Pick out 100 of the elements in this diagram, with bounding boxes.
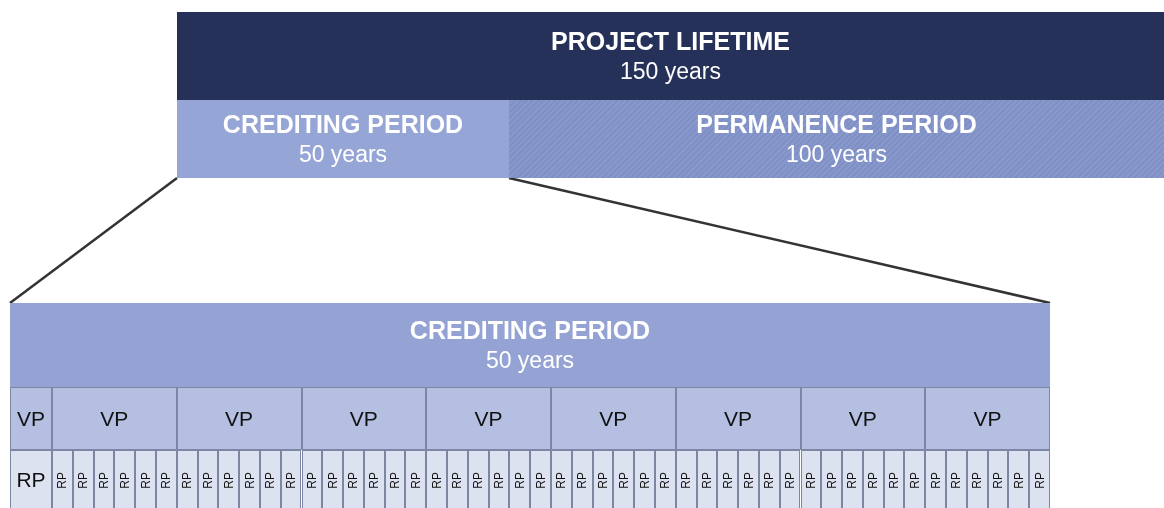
reporting-period-cell [155, 450, 177, 508]
reporting-period-label: RP [699, 471, 714, 489]
reporting-period-label: RP [679, 471, 694, 489]
reporting-period-label: RP [845, 471, 860, 489]
reporting-period-label: RP [1011, 471, 1026, 489]
reporting-period-label: RP [96, 471, 111, 489]
reporting-period-label: RP [450, 471, 465, 489]
reporting-period-label: RP [824, 471, 839, 489]
reporting-period-label: RP [949, 471, 964, 489]
duration-text: 150 years [620, 57, 721, 86]
period-heading: CREDITING PERIOD [409, 315, 651, 345]
reporting-period-cell [779, 450, 801, 508]
period-band [177, 100, 509, 178]
reporting-period-label: RP [616, 471, 631, 489]
reporting-period-cell [488, 450, 510, 508]
verification-period-cell: VP [925, 387, 1050, 450]
reporting-period-cell [800, 450, 822, 508]
period-band [177, 12, 1164, 100]
reporting-period-label: RP [907, 471, 922, 489]
reporting-period-cell [280, 450, 302, 508]
reporting-period-cell [862, 450, 884, 508]
verification-period-cell: VP [176, 387, 302, 450]
reporting-period-label: RP [221, 471, 236, 489]
reporting-period-cell [1008, 450, 1030, 508]
reporting-period-label: RP [658, 471, 673, 489]
reporting-period-cell [426, 450, 448, 508]
verification-period-cell: VP [551, 387, 676, 450]
reporting-period-label: RP [408, 471, 423, 489]
period-heading: PERMANENCE PERIOD [696, 109, 977, 139]
reporting-period-cell [259, 450, 281, 508]
reporting-period-label: RP [637, 471, 652, 489]
reporting-period-cell [821, 450, 843, 508]
reporting-period-cell [842, 450, 863, 508]
reporting-period-label: RP [304, 471, 319, 489]
reporting-period-cell [72, 450, 94, 508]
reporting-period-label: RP [263, 471, 278, 489]
reporting-period-label: RP [200, 471, 215, 489]
reporting-period-label: RP [1032, 471, 1047, 489]
reporting-period-label: RP [762, 471, 777, 489]
reporting-period-label: RP [242, 471, 257, 489]
reporting-period-cell [114, 450, 136, 508]
reporting-period-cell [363, 450, 385, 508]
reporting-period-label: RP [866, 471, 881, 489]
reporting-period-cell [405, 450, 427, 508]
reporting-period-label: RP [429, 471, 444, 489]
reporting-period-cell [966, 450, 988, 508]
reporting-period-label: RP [492, 471, 506, 489]
reporting-period-label: RP [741, 471, 756, 489]
reporting-period-cell [551, 450, 572, 508]
reporting-period-label: RP [138, 471, 153, 489]
period-band [509, 100, 1164, 178]
reporting-period-cell [93, 450, 115, 508]
verification-period-cell: VP [52, 387, 177, 450]
reporting-period-cell [1029, 450, 1050, 508]
reporting-period-label: RP [554, 471, 569, 489]
reporting-period-cell [675, 450, 697, 508]
reporting-period-cell [239, 450, 260, 508]
reporting-period-label: RP [325, 471, 340, 489]
reporting-period-cell [717, 450, 739, 508]
duration-text: 50 years [485, 346, 575, 375]
reporting-period-cell [447, 450, 468, 508]
reporting-period-cell [322, 450, 344, 508]
reporting-period-cell [530, 450, 551, 508]
period-heading: PROJECT LIFETIME [551, 26, 790, 56]
reporting-period-cell [197, 450, 219, 508]
reporting-period-cell [509, 450, 531, 508]
reporting-period-label: RP [388, 471, 403, 489]
reporting-period-label: RP [720, 471, 735, 489]
reporting-period-cell [654, 450, 676, 508]
reporting-period-label: RP [928, 471, 943, 489]
reporting-period-label: RP [512, 471, 527, 489]
reporting-period-cell: RP [10, 450, 52, 508]
reporting-period-cell [634, 450, 655, 508]
reporting-period-cell [176, 450, 198, 508]
verification-period-cell: VP [426, 387, 551, 450]
period-heading: CREDITING PERIOD [222, 109, 464, 139]
reporting-period-cell [467, 450, 489, 508]
reporting-period-cell [384, 450, 406, 508]
reporting-period-label: RP [970, 471, 985, 489]
reporting-period-label: RP [471, 471, 486, 489]
reporting-period-label: RP [783, 471, 798, 489]
reporting-period-label: RP [367, 471, 382, 489]
reporting-period-label: RP [117, 471, 132, 489]
zoom-line [508, 176, 1051, 305]
reporting-period-label: RP [533, 471, 548, 489]
zoom-line [9, 177, 178, 304]
reporting-period-cell [52, 450, 73, 508]
reporting-period-cell [301, 450, 323, 508]
reporting-period-cell [218, 450, 240, 508]
reporting-period-label: RP [159, 471, 174, 489]
reporting-period-cell [343, 450, 364, 508]
reporting-period-cell [613, 450, 635, 508]
reporting-period-cell [904, 450, 926, 508]
reporting-period-label: RP [346, 471, 361, 489]
reporting-period-cell [925, 450, 947, 508]
verification-period-cell: VP [10, 387, 52, 450]
verification-period-cell: VP [675, 387, 801, 450]
reporting-period-cell [758, 450, 780, 508]
reporting-period-label: RP [284, 471, 299, 489]
reporting-period-label: RP [991, 471, 1005, 489]
